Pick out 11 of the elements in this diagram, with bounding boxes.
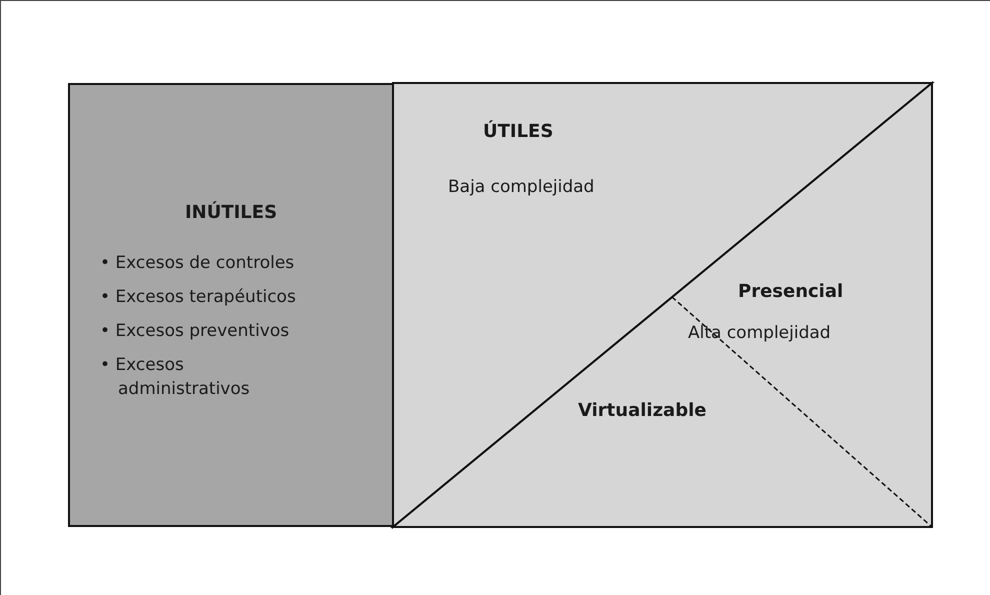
region-heading: ÚTILES: [483, 121, 554, 142]
region-heading: Virtualizable: [578, 400, 706, 421]
panel-heading: INÚTILES: [184, 202, 278, 223]
bullet-item: • Excesos administrativos: [100, 354, 251, 401]
bullet-item: • Excesos terapéuticos: [100, 286, 297, 309]
category-panel: [68, 83, 394, 527]
bullet-item: • Excesos preventivos: [100, 320, 290, 343]
bullet-item: • Excesos de controles: [100, 252, 296, 275]
region-text: Baja complejidad: [448, 177, 594, 197]
region-heading: Presencial: [738, 281, 844, 302]
region-text: Alta complejidad: [688, 323, 831, 343]
